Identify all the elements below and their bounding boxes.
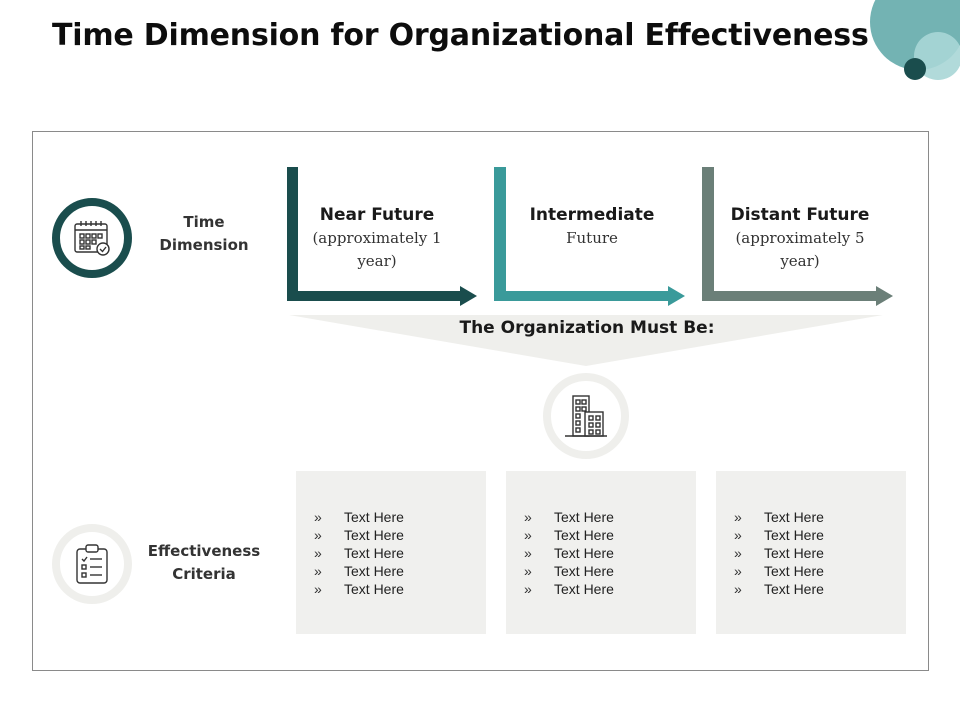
list-item: »Text Here (524, 545, 614, 561)
building-icon (565, 395, 607, 437)
diagram-frame (32, 131, 929, 671)
phase-intermediate: Intermediate Future (507, 203, 677, 250)
list-item: »Text Here (734, 563, 824, 579)
phase-title: Intermediate (529, 205, 655, 225)
phase-distant-future: Distant Future (approximately 5 year) (715, 203, 885, 273)
criteria-box-1: »Text Here »Text Here »Text Here »Text H… (296, 471, 486, 634)
list-item: »Text Here (314, 581, 404, 597)
list-item: »Text Here (314, 545, 404, 561)
phase-subtitle: (approximately 5 year) (735, 229, 865, 270)
criteria-list: »Text Here »Text Here »Text Here »Text H… (314, 508, 486, 598)
list-item: »Text Here (314, 527, 404, 543)
list-item: »Text Here (734, 545, 824, 561)
phase-subtitle: Future (566, 229, 618, 247)
clipboard-checklist-icon (76, 544, 108, 584)
effectiveness-criteria-label: Effectiveness Criteria (147, 542, 261, 583)
organization-must-be-heading: The Organization Must Be: (459, 318, 715, 338)
time-dimension-badge (52, 198, 132, 278)
effectiveness-criteria-badge (52, 524, 132, 604)
phase-title: Distant Future (730, 205, 870, 225)
list-item: »Text Here (734, 581, 824, 597)
criteria-list: »Text Here »Text Here »Text Here »Text H… (524, 508, 696, 598)
criteria-box-3: »Text Here »Text Here »Text Here »Text H… (716, 471, 906, 634)
list-item: »Text Here (524, 509, 614, 525)
list-item: »Text Here (314, 563, 404, 579)
list-item: »Text Here (524, 581, 614, 597)
list-item: »Text Here (314, 509, 404, 525)
criteria-list: »Text Here »Text Here »Text Here »Text H… (734, 508, 906, 598)
phase-near-future: Near Future (approximately 1 year) (292, 203, 462, 273)
list-item: »Text Here (524, 527, 614, 543)
time-dimension-label: Time Dimension (159, 213, 249, 254)
phase-subtitle: (approximately 1 year) (312, 229, 442, 270)
calendar-icon (74, 221, 110, 256)
list-item: »Text Here (524, 563, 614, 579)
criteria-box-2: »Text Here »Text Here »Text Here »Text H… (506, 471, 696, 634)
list-item: »Text Here (734, 527, 824, 543)
page-title: Time Dimension for Organizational Effect… (52, 18, 869, 53)
building-badge (543, 373, 629, 459)
list-item: »Text Here (734, 509, 824, 525)
phase-title: Near Future (319, 205, 435, 225)
